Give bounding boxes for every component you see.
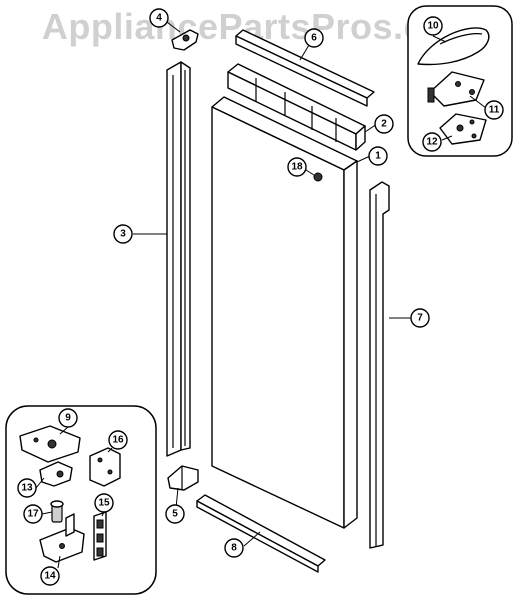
callout-9: 9 — [58, 408, 78, 428]
part-8-bottom-trim — [196, 494, 326, 573]
svg-text:18: 18 — [291, 162, 303, 173]
svg-text:17: 17 — [27, 509, 39, 520]
part-10-hinge-cover — [417, 27, 490, 66]
callout-6: 6 — [304, 28, 324, 48]
inset-top-right — [407, 5, 513, 157]
part-15-shim-strip — [93, 511, 107, 561]
callout-5: 5 — [165, 504, 185, 524]
callout-17: 17 — [23, 504, 43, 524]
svg-text:11: 11 — [489, 105, 500, 116]
callout-14: 14 — [40, 566, 60, 586]
part-18-screw — [305, 169, 323, 182]
inset-bottom-left — [5, 405, 157, 595]
part-7-right-channel — [369, 181, 390, 549]
svg-text:7: 7 — [417, 313, 423, 324]
callout-2: 2 — [374, 114, 394, 134]
part-1-door-panel — [211, 96, 358, 529]
svg-text:13: 13 — [21, 483, 33, 494]
svg-text:10: 10 — [427, 21, 439, 32]
svg-text:5: 5 — [172, 509, 178, 520]
svg-text:1: 1 — [375, 151, 381, 162]
callout-7: 7 — [410, 308, 430, 328]
part-9-hinge-bracket — [19, 425, 81, 463]
callout-11: 11 — [484, 100, 504, 120]
part-13-hinge-link — [39, 461, 73, 487]
part-17-pin — [50, 500, 64, 523]
svg-text:2: 2 — [381, 119, 387, 130]
svg-text:14: 14 — [44, 571, 56, 582]
callout-3: 3 — [113, 224, 133, 244]
part-2-top-frame — [227, 63, 366, 151]
part-16-plate — [89, 447, 121, 487]
callout-1: 1 — [368, 146, 388, 166]
svg-text:12: 12 — [426, 137, 438, 148]
svg-text:16: 16 — [112, 435, 124, 446]
part-5-bottom-hinge — [167, 465, 199, 491]
part-6-top-trim — [235, 29, 375, 107]
part-11-hinge-plate — [427, 71, 485, 107]
callout-10: 10 — [423, 16, 443, 36]
svg-text:15: 15 — [98, 498, 110, 509]
callout-18: 18 — [287, 157, 307, 177]
part-4-top-hinge — [171, 29, 199, 51]
svg-text:9: 9 — [65, 413, 71, 424]
callout-16: 16 — [108, 430, 128, 450]
callout-15: 15 — [94, 493, 114, 513]
callout-8: 8 — [224, 538, 244, 558]
callout-13: 13 — [17, 478, 37, 498]
svg-text:8: 8 — [231, 543, 237, 554]
svg-text:3: 3 — [120, 229, 126, 240]
part-14-lower-bracket — [39, 513, 85, 563]
svg-text:6: 6 — [311, 33, 317, 44]
callout-12: 12 — [422, 132, 442, 152]
callout-4: 4 — [149, 8, 169, 28]
svg-text:4: 4 — [156, 13, 162, 24]
part-3-left-channel — [166, 61, 191, 457]
